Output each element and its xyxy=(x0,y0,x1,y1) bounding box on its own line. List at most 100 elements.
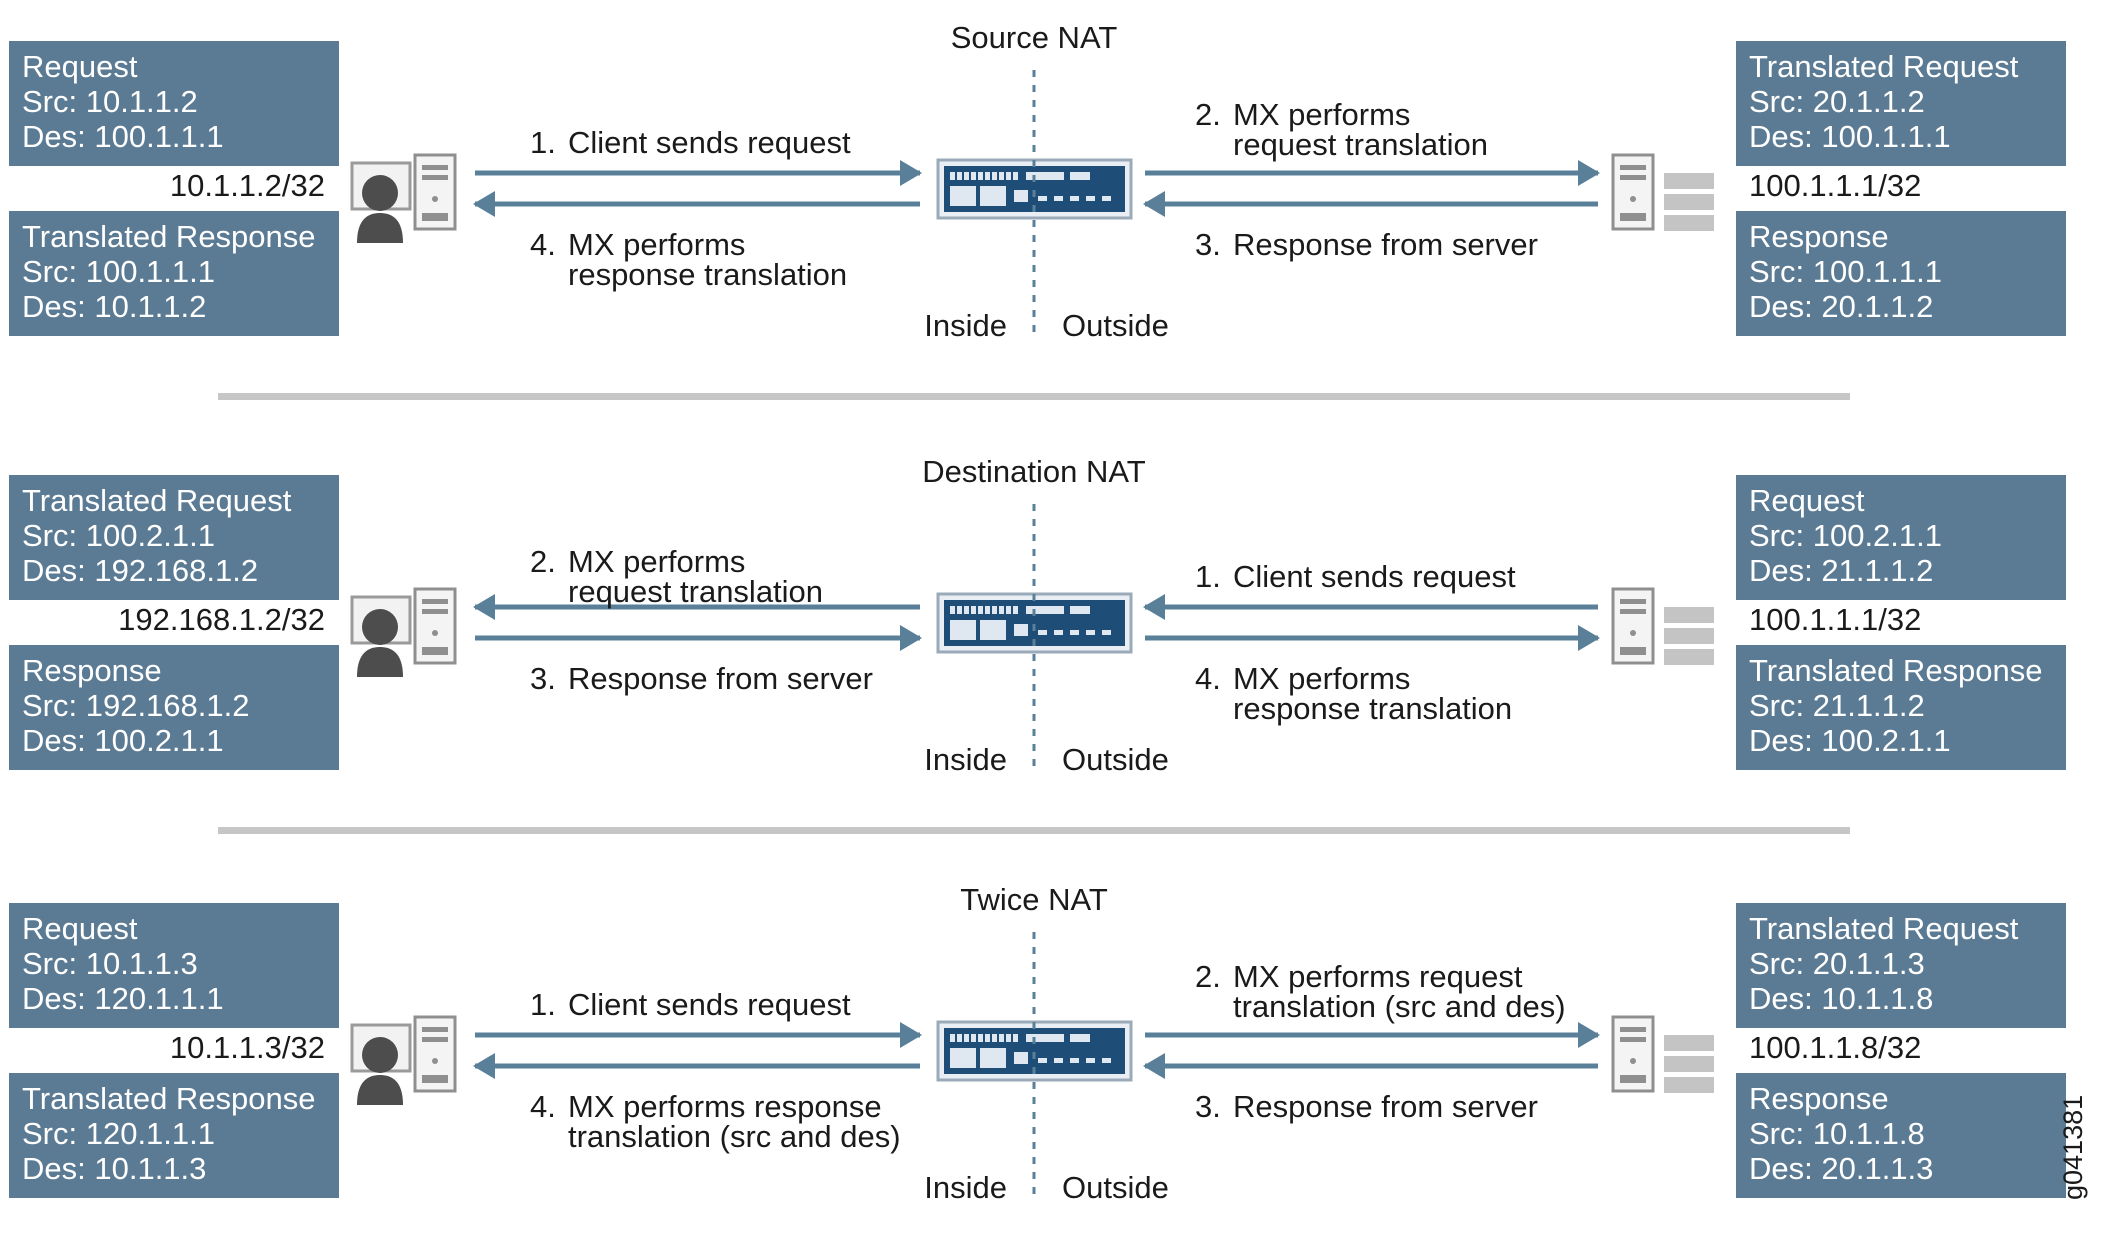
panel-3-left-bottom-box-line: Src: 120.1.1.1 xyxy=(22,1116,216,1151)
panel-3-step-right-lower-number: 3. xyxy=(1195,1089,1221,1124)
panel-1-step-left-upper: 1. Client sends request xyxy=(530,125,851,160)
panel-1-right-bottom-box-line: Response xyxy=(1749,219,1889,254)
panel-3-step-left-upper-line: 1. Client sends request xyxy=(530,987,851,1022)
panel-1-left-bottom-box-line: Des: 10.1.1.2 xyxy=(22,289,207,324)
panel-2-server-rack-icon xyxy=(1664,607,1714,665)
panel-2-right-top-box-line: Des: 21.1.1.2 xyxy=(1749,553,1934,588)
panel-3-mx-router-icon xyxy=(936,1020,1133,1082)
panel-2-step-right-upper: 1. Client sends request xyxy=(1195,559,1516,594)
panel-2-step-left-upper-line: 2.MX performs xyxy=(530,546,823,577)
panel-2-left-bottom-box-line: Src: 192.168.1.2 xyxy=(22,688,250,723)
panel-2-step-right-upper-line: 1. Client sends request xyxy=(1195,559,1516,594)
panel-1-left-top-box-line: Request xyxy=(22,49,138,84)
panel-1-right-bottom-box-line: Src: 100.1.1.1 xyxy=(1749,254,1943,289)
panel-1-left-bottom-box-line: Src: 100.1.1.1 xyxy=(22,254,216,289)
panel-2-step-right-lower-text: response translation xyxy=(1233,691,1513,726)
panel-3-left-bottom-box-line: Des: 10.1.1.3 xyxy=(22,1151,207,1186)
panel-1-step-right-lower-line: 3. Response from server xyxy=(1195,227,1538,262)
panel-1-left-address: 10.1.1.2/32 xyxy=(169,168,325,203)
panel-3-step-left-lower-text: translation (src and des) xyxy=(568,1119,901,1154)
panel-1-right-address: 100.1.1.1/32 xyxy=(1749,168,1922,203)
panel-3-right-top-box-line: Src: 20.1.1.3 xyxy=(1749,946,1925,981)
panel-3-left-top-box-line: Src: 10.1.1.3 xyxy=(22,946,198,981)
panel-3-left-top-box-line: Des: 120.1.1.1 xyxy=(22,981,224,1016)
panel-3-right-bottom-box-line: Des: 20.1.1.3 xyxy=(1749,1151,1934,1186)
panel-3-step-left-lower-number: 4. xyxy=(530,1089,556,1124)
panel-3-client-computer-icon xyxy=(413,1015,457,1093)
panel-3-right-address: 100.1.1.8/32 xyxy=(1749,1030,1922,1065)
panel-1-outside-label: Outside xyxy=(1062,308,1169,343)
panel-2-title: Destination NAT xyxy=(922,454,1146,489)
panel-1-server-icon xyxy=(1611,153,1655,231)
panel-2-right-bottom-box-line: Translated Response xyxy=(1749,653,2043,688)
panel-2-step-left-lower-number: 3. xyxy=(530,661,556,696)
panel-3-step-right-upper-text: translation (src and des) xyxy=(1233,989,1566,1024)
panel-3-server-rack-icon xyxy=(1664,1035,1714,1093)
panel-2-step-right-upper-text: Client sends request xyxy=(1233,559,1516,594)
panel-1-right-top-box-line: Des: 100.1.1.1 xyxy=(1749,119,1951,154)
panel-3-step-right-lower-line: 3. Response from server xyxy=(1195,1089,1538,1124)
panel-2-step-left-upper-text: request translation xyxy=(568,574,824,609)
panel-3-left-address: 10.1.1.3/32 xyxy=(169,1030,325,1065)
panel-3-step-right-lower-text: Response from server xyxy=(1233,1089,1538,1124)
section-divider-2 xyxy=(218,827,1850,834)
panel-1-left-bottom-box-line: Translated Response xyxy=(22,219,316,254)
panel-3-user-icon xyxy=(350,1023,412,1105)
panel-2-server-icon xyxy=(1611,587,1655,665)
panel-3-left-bottom-box-line: Translated Response xyxy=(22,1081,316,1116)
panel-2-mx-router-icon xyxy=(936,592,1133,654)
panel-2-step-left-lower: 3. Response from server xyxy=(530,661,873,696)
panel-1-step-left-lower-text: MX performs xyxy=(568,227,746,262)
panel-1-step-left-upper-number: 1. xyxy=(530,125,556,160)
panel-1-user-icon xyxy=(350,161,412,243)
panel-3-inside-label: Inside xyxy=(924,1170,1007,1205)
panel-1-right-top-box-line: Src: 20.1.1.2 xyxy=(1749,84,1925,119)
panel-1-step-right-lower-text: Response from server xyxy=(1233,227,1538,262)
panel-1-step-left-upper-line: 1. Client sends request xyxy=(530,125,851,160)
panel-1-step-left-lower-text: response translation xyxy=(568,257,848,292)
panel-1-step-right-upper-text: MX performs xyxy=(1233,97,1411,132)
panel-1-left-top-box-line: Des: 100.1.1.1 xyxy=(22,119,224,154)
panel-2-left-bottom-box-line: Des: 100.2.1.1 xyxy=(22,723,224,758)
panel-1-left-top-box-line: Src: 10.1.1.2 xyxy=(22,84,198,119)
panel-2-right-bottom-box-line: Src: 21.1.1.2 xyxy=(1749,688,1925,723)
panel-2-inside-label: Inside xyxy=(924,742,1007,777)
panel-3-right-top-box-line: Translated Request xyxy=(1749,911,2019,946)
panel-2-right-address: 100.1.1.1/32 xyxy=(1749,602,1922,637)
panel-1-right-top-box-line: Translated Request xyxy=(1749,49,2019,84)
panel-2-step-right-upper-number: 1. xyxy=(1195,559,1221,594)
panel-2-step-left-lower-text: Response from server xyxy=(568,661,873,696)
panel-3-step-left-upper-text: Client sends request xyxy=(568,987,851,1022)
panel-2-right-top-box-line: Src: 100.2.1.1 xyxy=(1749,518,1943,553)
panel-1-step-right-lower-number: 3. xyxy=(1195,227,1221,262)
panel-2-left-bottom-box-line: Response xyxy=(22,653,162,688)
panel-2-left-top-box-line: Des: 192.168.1.2 xyxy=(22,553,259,588)
panel-1-step-left-lower-line: 4.MX performs xyxy=(530,227,847,262)
figure-id: g041381 xyxy=(2058,1094,2088,1200)
panel-2-left-top-box-line: Src: 100.2.1.1 xyxy=(22,518,216,553)
panel-2-right-top-box-line: Request xyxy=(1749,483,1865,518)
panel-3-outside-label: Outside xyxy=(1062,1170,1169,1205)
panel-1-inside-label: Inside xyxy=(924,308,1007,343)
panel-3-step-left-upper: 1. Client sends request xyxy=(530,987,851,1022)
panel-3-step-left-upper-number: 1. xyxy=(530,987,556,1022)
panel-1-step-left-upper-text: Client sends request xyxy=(568,125,851,160)
panel-2-left-top-box-line: Translated Request xyxy=(22,483,292,518)
